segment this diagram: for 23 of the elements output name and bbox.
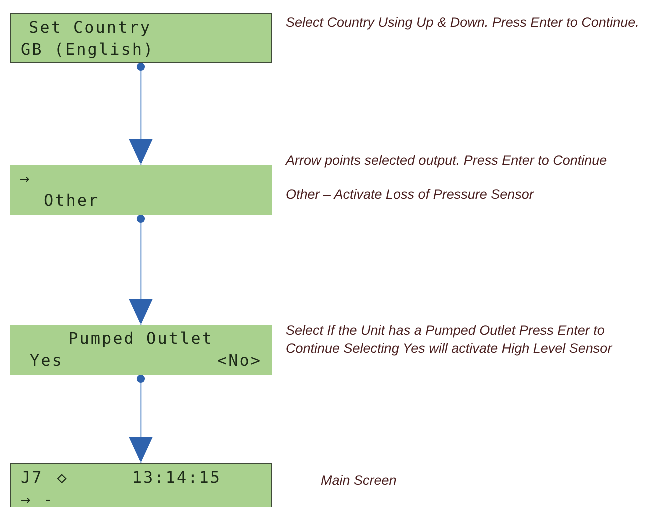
screen-text: Yes — [30, 350, 64, 372]
arrow — [129, 374, 153, 463]
screen-text: Set Country — [29, 17, 152, 39]
screen-text: <No> — [217, 350, 262, 372]
lcd-screen — [10, 165, 272, 215]
arrow — [129, 62, 153, 165]
instruction-note: Select If the Unit has a Pumped Outlet Press Enter to Continue Selecting Yes will activate High Level Sensor — [286, 322, 614, 357]
screen-text: ◇ — [57, 467, 68, 489]
arrow — [129, 214, 153, 325]
instruction-note: Select Country Using Up & Down. Press Enter to Continue. — [286, 14, 640, 32]
instruction-note: Main Screen — [321, 472, 398, 490]
screen-text: Pumped Outlet — [68, 328, 214, 350]
lcd-screen — [10, 463, 272, 507]
instruction-note: Arrow points selected output. Press Enter to Continue — [286, 152, 608, 170]
screen-text: J7 — [21, 467, 44, 489]
screen-text: → - — [21, 489, 54, 507]
screen-text: → — [20, 168, 32, 190]
lcd-screen — [10, 13, 272, 63]
lcd-screen — [10, 325, 272, 375]
screen-text: 13:14:15 — [132, 468, 222, 487]
instruction-note: Other – Activate Loss of Pressure Sensor — [286, 186, 536, 203]
screen-text: GB (English) — [21, 39, 155, 61]
screen-text: Other — [44, 190, 100, 212]
